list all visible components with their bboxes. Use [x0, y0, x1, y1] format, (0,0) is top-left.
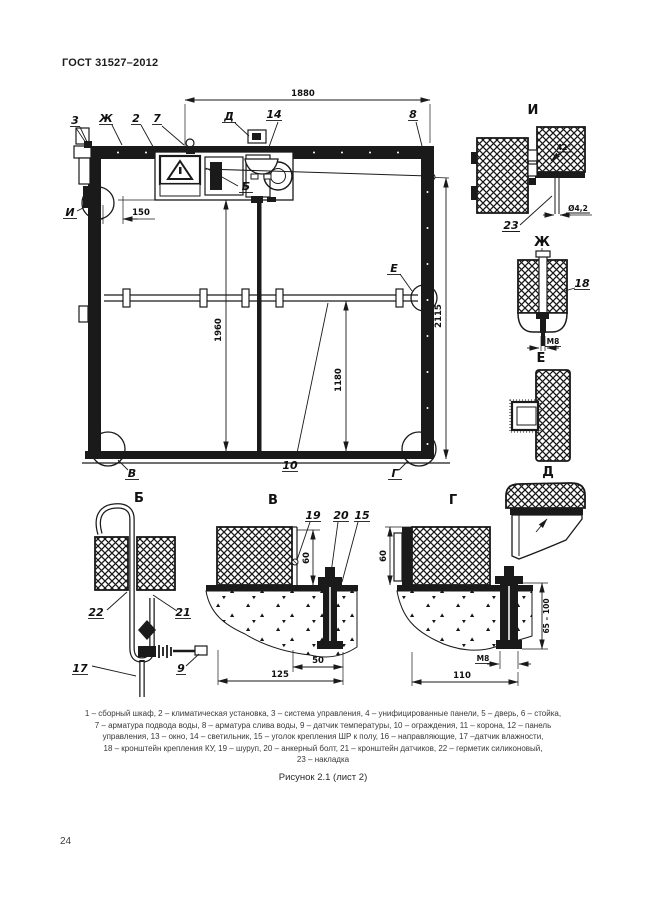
callout-14: 14 — [266, 108, 281, 121]
callout-d: Д — [223, 110, 234, 123]
callout-b: Б — [242, 180, 250, 193]
detail-e-title: Е — [537, 351, 546, 366]
detail-v-dim-60: 60 — [302, 552, 312, 564]
detail-i-callout-23: 23 — [503, 219, 519, 232]
main-view-frame — [78, 146, 450, 464]
main-view-dimensions: 1880 150 1960 1180 2115 — [88, 89, 449, 460]
callout-2: 2 — [132, 112, 140, 125]
detail-view-v: В 60 19 20 15 — [205, 493, 370, 685]
detail-g-dim-65-100: 65 – 100 — [542, 598, 551, 633]
dim-height-1180: 1180 — [334, 368, 344, 392]
detail-d-title: Д — [542, 465, 554, 480]
legend-line: управления, 13 – окно, 14 – светильник, … — [102, 732, 544, 741]
callout-v: В — [128, 467, 136, 480]
detail-v-title: В — [268, 493, 278, 508]
callout-g: Г — [391, 467, 399, 480]
detail-zh-thread: М8 — [547, 337, 560, 346]
water-inlet-valve — [185, 138, 195, 154]
legend-line: 1 – сборный шкаф, 2 – климатическая уста… — [84, 709, 562, 718]
callout-10: 10 — [282, 459, 298, 472]
detail-view-zh: Ж М8 18 — [517, 235, 590, 351]
legend-line: 23 – накладка — [296, 755, 350, 764]
detail-g-thread: М8 — [477, 654, 490, 663]
figure-caption: Рисунок 2.1 (лист 2) — [278, 772, 368, 783]
detail-v-callout-20: 20 — [333, 509, 349, 522]
detail-g-dim-110: 110 — [453, 671, 471, 681]
control-system-bracket — [73, 127, 95, 208]
detail-b-title: Б — [134, 491, 144, 506]
callout-3: 3 — [71, 114, 79, 127]
detail-v-dim-50: 50 — [312, 656, 324, 666]
detail-b-callout-17: 17 — [72, 662, 88, 675]
detail-v-callout-19: 19 — [305, 509, 321, 522]
detail-b-callout-21: 21 — [175, 606, 190, 619]
detail-view-i: И Ø4,2 42° 23 — [471, 103, 592, 232]
detail-b-callout-9: 9 — [177, 662, 185, 675]
figure-legend: 1 – сборный шкаф, 2 – климатическая уста… — [40, 708, 606, 766]
dim-offset-150: 150 — [132, 208, 150, 218]
main-view-callouts: 3 Ж 2 7 Д 14 8 Б И Е В 10 Г — [63, 108, 429, 480]
standard-number-header: ГОСТ 31527–2012 — [62, 57, 159, 69]
detail-v-dim-125: 125 — [271, 670, 289, 680]
legend-line: 7 – арматура подвода воды, 8 – арматура … — [94, 720, 552, 730]
page-number: 24 — [60, 836, 72, 847]
callout-zh: Ж — [98, 112, 113, 125]
legend-line: 18 – кронштейн крепления КУ, 19 – шуруп,… — [103, 743, 543, 753]
dim-width-1880: 1880 — [291, 89, 315, 99]
callout-e: Е — [390, 262, 398, 275]
detail-i-title: И — [528, 103, 539, 118]
dim-height-1960: 1960 — [214, 318, 224, 342]
detail-view-b: Б 22 21 17 9 — [72, 491, 208, 697]
detail-v-callout-15: 15 — [354, 509, 370, 522]
guide-rod — [104, 288, 418, 308]
detail-g-dim-60: 60 — [379, 550, 389, 562]
detail-g-title: Г — [449, 493, 457, 508]
detail-b-callout-22: 22 — [88, 606, 104, 619]
detail-zh-title: Ж — [534, 235, 550, 250]
dim-height-2115: 2115 — [434, 304, 444, 328]
detail-i-angle: 42° — [557, 143, 571, 152]
callout-8: 8 — [409, 108, 417, 121]
detail-view-e: Е — [509, 351, 571, 462]
detail-view-d: Д — [505, 465, 586, 560]
detail-view-g: Г 60 65 – 100 М8 — [379, 493, 551, 686]
callout-7: 7 — [153, 112, 161, 125]
detail-i-screw-dia: Ø4,2 — [568, 204, 588, 213]
callout-i: И — [65, 206, 74, 219]
detail-zh-callout-18: 18 — [574, 277, 590, 290]
